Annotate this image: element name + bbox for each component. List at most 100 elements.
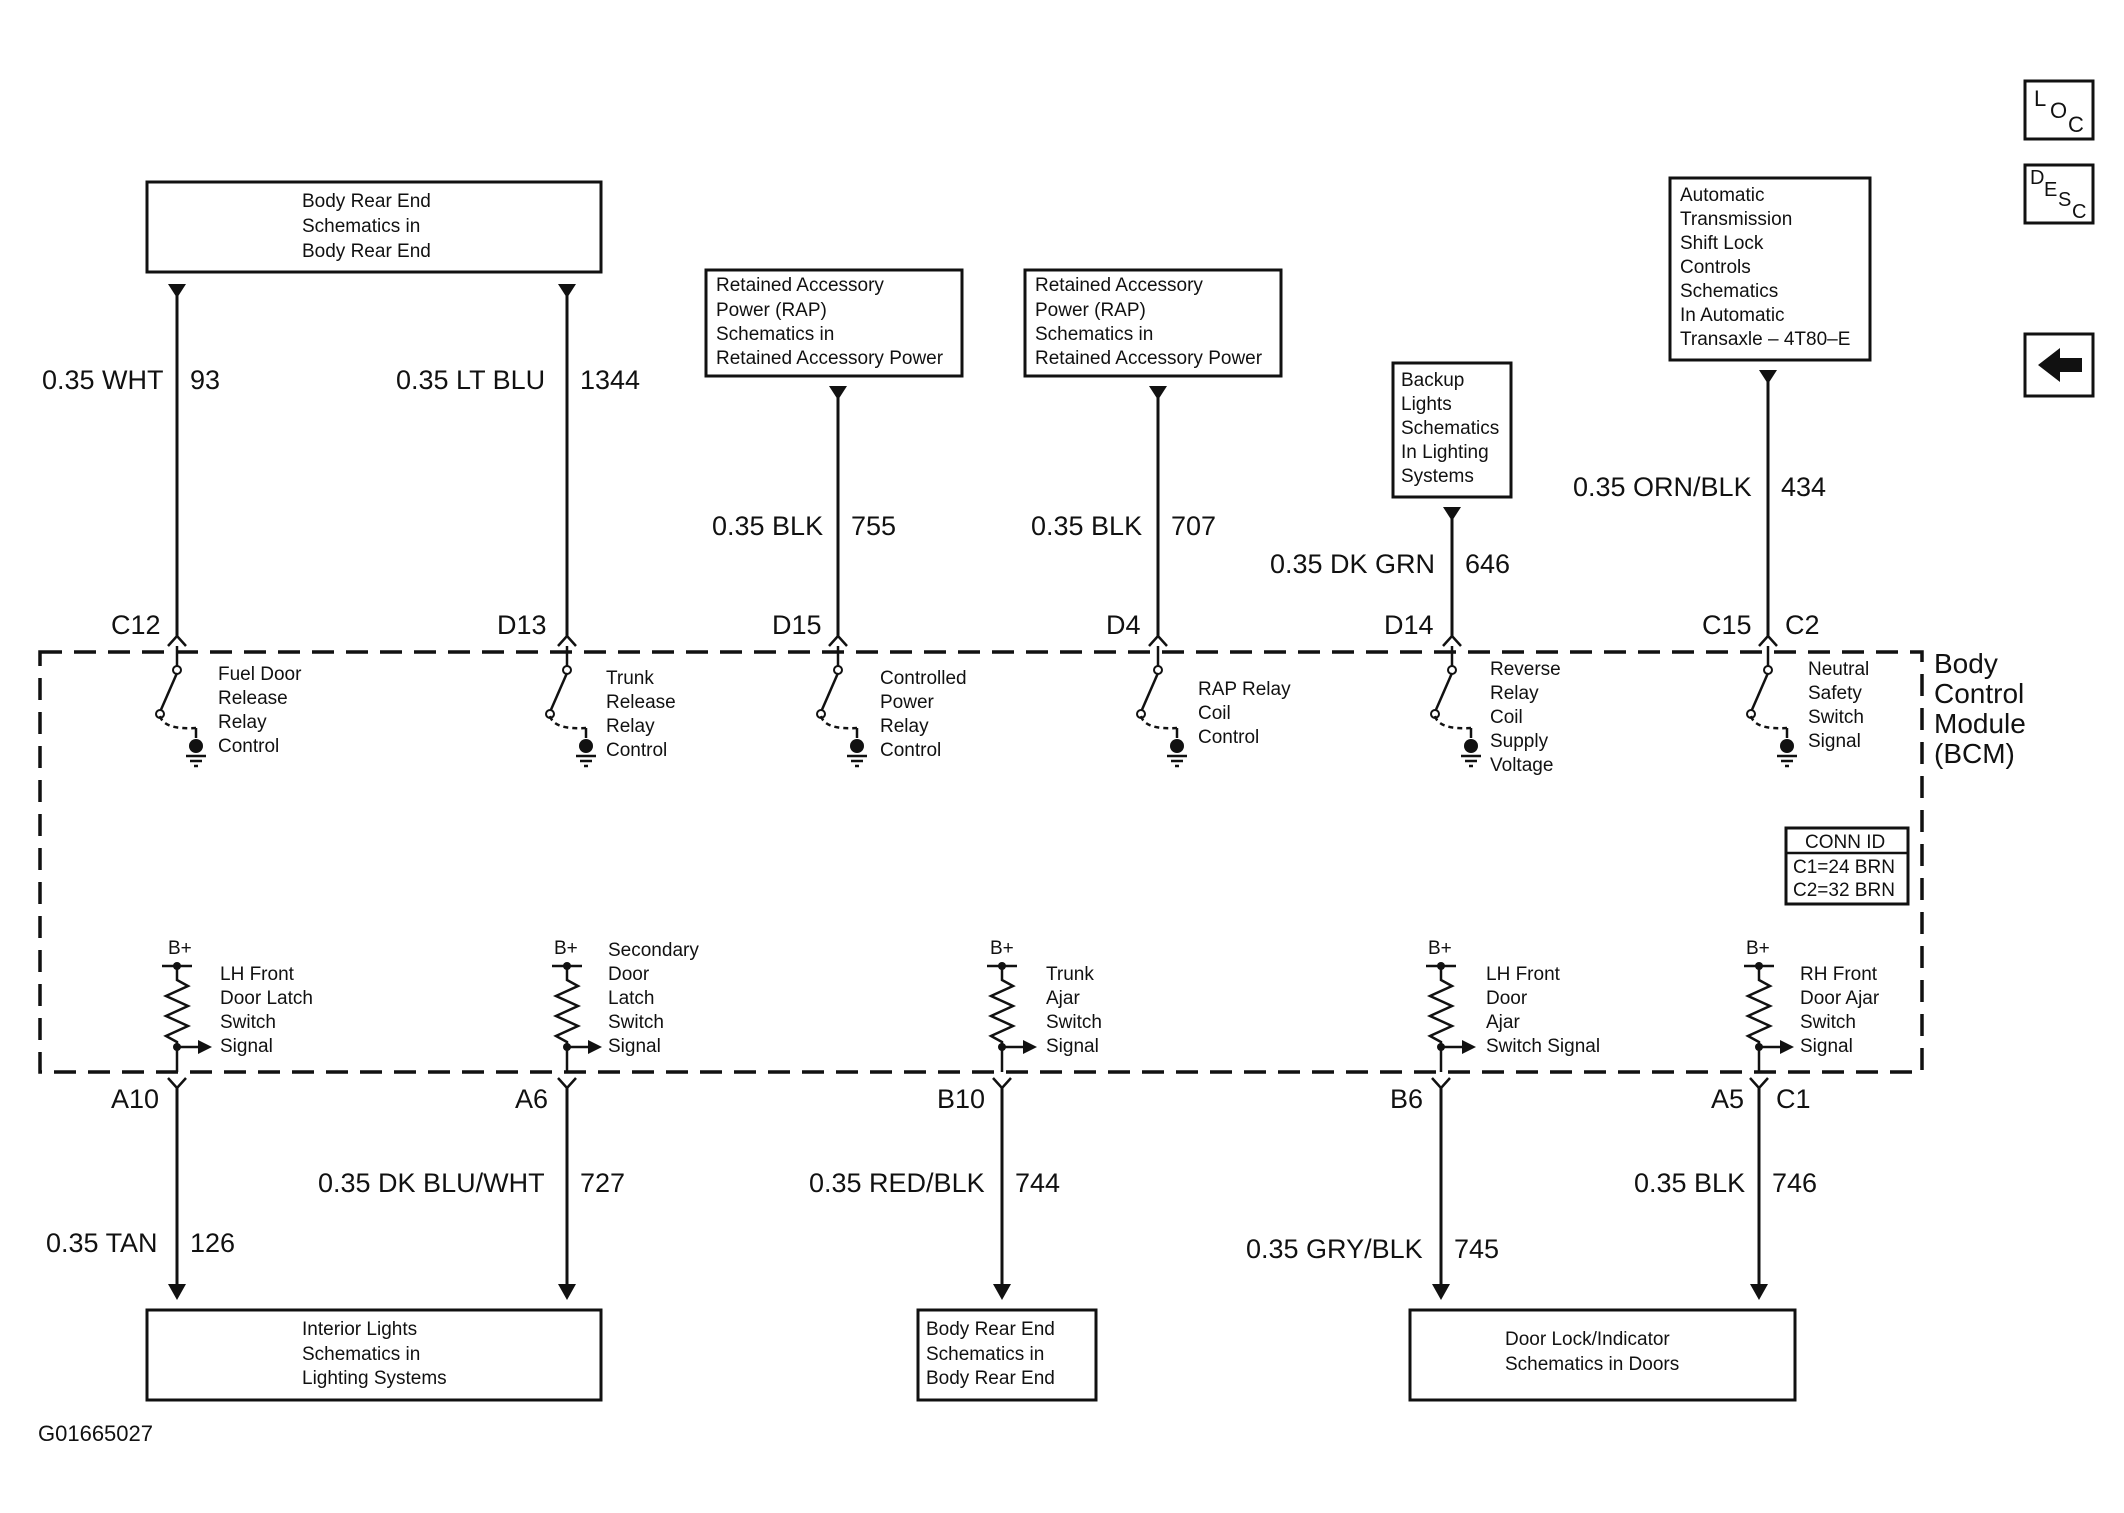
svg-text:Body Rear End: Body Rear End	[302, 241, 431, 262]
svg-text:Body Rear End: Body Rear End	[926, 1368, 1055, 1389]
svg-text:D15: D15	[772, 610, 822, 640]
top-pin-d15: D15	[772, 610, 848, 647]
top-wire-707: 0.35 BLK 707	[1031, 386, 1216, 636]
svg-text:C2: C2	[1785, 610, 1820, 640]
svg-text:C: C	[2072, 201, 2086, 223]
svg-text:727: 727	[580, 1168, 625, 1198]
svg-text:Ajar: Ajar	[1046, 988, 1080, 1009]
svg-text:C1=24 BRN: C1=24 BRN	[1793, 857, 1895, 878]
svg-text:Backup: Backup	[1401, 370, 1464, 391]
svg-text:Control: Control	[218, 736, 279, 757]
svg-text:In Lighting: In Lighting	[1401, 442, 1489, 463]
svg-text:Relay: Relay	[880, 716, 929, 737]
svg-text:Latch: Latch	[608, 988, 654, 1009]
relay-controlled-power: Controlled Power Relay Control	[816, 646, 967, 768]
svg-text:B+: B+	[168, 938, 192, 959]
bottom-box-door-lock: Door Lock/Indicator Schematics in Doors	[1408, 1308, 1797, 1402]
svg-text:755: 755	[851, 511, 896, 541]
loc-button[interactable]: L O C	[2023, 79, 2095, 141]
svg-text:Schematics: Schematics	[1401, 418, 1499, 439]
bottom-wire-745: 0.35 GRY/BLK 745	[1246, 1088, 1499, 1300]
svg-text:D: D	[2030, 167, 2044, 189]
desc-button[interactable]: D E S C	[2023, 163, 2095, 225]
back-button[interactable]	[2023, 332, 2095, 398]
bottom-wire-746: 0.35 BLK 746	[1634, 1088, 1817, 1300]
svg-text:RAP Relay: RAP Relay	[1198, 679, 1291, 700]
svg-text:Body Rear End: Body Rear End	[302, 191, 431, 212]
svg-text:LH Front: LH Front	[1486, 964, 1561, 985]
input-trunk-ajar: B+ Trunk Ajar Switch Signal	[987, 938, 1102, 1072]
svg-text:Signal: Signal	[608, 1036, 661, 1057]
svg-text:Interior Lights: Interior Lights	[302, 1319, 417, 1340]
figure-id: G01665027	[38, 1421, 153, 1446]
svg-text:D4: D4	[1106, 610, 1141, 640]
svg-text:Door Latch: Door Latch	[220, 988, 313, 1009]
input-rh-front-door-ajar: B+ RH Front Door Ajar Switch Signal	[1744, 938, 1880, 1072]
svg-text:646: 646	[1465, 549, 1510, 579]
svg-text:Schematics in: Schematics in	[302, 216, 420, 237]
svg-text:Retained Accessory Power: Retained Accessory Power	[716, 348, 944, 369]
svg-text:In Automatic: In Automatic	[1680, 305, 1785, 326]
svg-text:Fuel Door: Fuel Door	[218, 664, 302, 685]
svg-text:Schematics in: Schematics in	[716, 324, 834, 345]
svg-text:Relay: Relay	[1490, 683, 1539, 704]
svg-text:0.35 TAN: 0.35 TAN	[46, 1228, 158, 1258]
svg-text:744: 744	[1015, 1168, 1060, 1198]
svg-text:Door: Door	[1486, 988, 1528, 1009]
svg-text:0.35 DK GRN: 0.35 DK GRN	[1270, 549, 1435, 579]
svg-text:A6: A6	[515, 1084, 548, 1114]
svg-text:Retained Accessory: Retained Accessory	[1035, 275, 1203, 296]
input-lh-front-door-ajar: B+ LH Front Door Ajar Switch Signal	[1426, 938, 1600, 1072]
relay-rap-coil: RAP Relay Coil Control	[1136, 646, 1291, 768]
svg-text:Safety: Safety	[1808, 683, 1862, 704]
top-box-body-rear-end: Body Rear End Schematics in Body Rear En…	[145, 180, 603, 274]
svg-text:745: 745	[1454, 1234, 1499, 1264]
svg-text:Release: Release	[606, 692, 676, 713]
relay-trunk-release: Trunk Release Relay Control	[545, 646, 676, 768]
bottom-box-body-rear-end: Body Rear End Schematics in Body Rear En…	[916, 1308, 1098, 1402]
top-pin-c15: C15 C2	[1702, 610, 1820, 647]
svg-text:(BCM): (BCM)	[1934, 738, 2015, 769]
svg-text:Power (RAP): Power (RAP)	[1035, 300, 1146, 321]
svg-text:Trunk: Trunk	[606, 668, 654, 689]
bcm-label: Body Control Module (BCM)	[1934, 648, 2026, 769]
bottom-pin-b10: B10	[937, 1077, 1012, 1114]
svg-text:Switch: Switch	[1800, 1012, 1856, 1033]
svg-text:0.35 BLK: 0.35 BLK	[1634, 1168, 1745, 1198]
svg-text:434: 434	[1781, 472, 1826, 502]
svg-text:Control: Control	[880, 740, 941, 761]
svg-text:D14: D14	[1384, 610, 1434, 640]
svg-text:Ajar: Ajar	[1486, 1012, 1520, 1033]
svg-text:B10: B10	[937, 1084, 985, 1114]
svg-text:0.35 DK BLU/WHT: 0.35 DK BLU/WHT	[318, 1168, 545, 1198]
svg-text:0.35 ORN/BLK: 0.35 ORN/BLK	[1573, 472, 1752, 502]
svg-text:Trunk: Trunk	[1046, 964, 1094, 985]
svg-text:B6: B6	[1390, 1084, 1423, 1114]
svg-text:E: E	[2044, 179, 2057, 201]
top-pin-d14: D14	[1384, 610, 1462, 647]
bottom-pin-a5: A5 C1	[1711, 1077, 1811, 1114]
top-box-rap-1: Retained Accessory Power (RAP) Schematic…	[704, 268, 964, 378]
top-wire-434: 0.35 ORN/BLK 434	[1573, 370, 1826, 636]
svg-text:CONN ID: CONN ID	[1805, 832, 1885, 853]
svg-text:L: L	[2034, 86, 2046, 111]
svg-text:746: 746	[1772, 1168, 1817, 1198]
bottom-wire-727: 0.35 DK BLU/WHT 727	[318, 1088, 625, 1300]
top-wire-93: 0.35 WHT 93	[42, 284, 220, 636]
relay-reverse-coil: Reverse Relay Coil Supply Voltage	[1430, 646, 1561, 776]
top-wire-646: 0.35 DK GRN 646	[1270, 507, 1510, 636]
svg-text:B+: B+	[554, 938, 578, 959]
svg-text:0.35 WHT: 0.35 WHT	[42, 365, 164, 395]
bottom-wire-126: 0.35 TAN 126	[46, 1088, 235, 1300]
relay-fuel-door: Fuel Door Release Relay Control	[155, 646, 302, 768]
svg-text:Control: Control	[1198, 727, 1259, 748]
svg-text:707: 707	[1171, 511, 1216, 541]
svg-text:Signal: Signal	[1046, 1036, 1099, 1057]
svg-text:Control: Control	[606, 740, 667, 761]
svg-text:Controls: Controls	[1680, 257, 1751, 278]
svg-text:C12: C12	[111, 610, 161, 640]
svg-text:Power: Power	[880, 692, 935, 713]
svg-text:C15: C15	[1702, 610, 1752, 640]
svg-text:Switch: Switch	[608, 1012, 664, 1033]
svg-text:C: C	[2068, 112, 2084, 137]
